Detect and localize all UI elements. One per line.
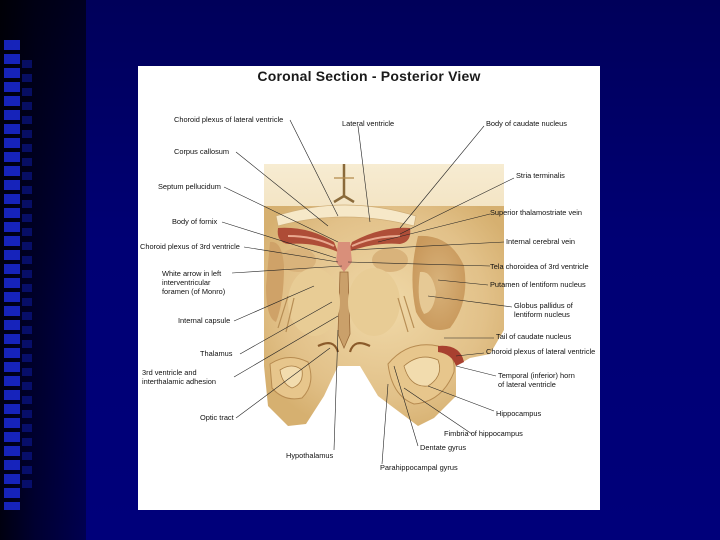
label-choroid-plexus-3rd: Choroid plexus of 3rd ventricle [140, 242, 240, 251]
right-lateral-ventricle [348, 227, 411, 252]
label-fimbria: Fimbria of hippocampus [444, 429, 523, 438]
label-superior-thalamostriate-vein: Superior thalamostriate vein [490, 208, 583, 217]
label-body-of-fornix: Body of fornix [172, 217, 218, 226]
label-globus-pallidus-1: Globus pallidus of [514, 301, 573, 310]
globus-pallidus-right [418, 271, 436, 314]
longitudinal-fissure [333, 164, 355, 204]
label-choroid-plexus-lateral-2: Choroid plexus of lateral ventricle [486, 347, 596, 356]
label-third-ventricle-1: 3rd ventricle and [142, 368, 197, 377]
label-body-caudate: Body of caudate nucleus [486, 119, 567, 128]
thalamus-left [288, 268, 340, 336]
label-choroid-plexus-lateral: Choroid plexus of lateral ventricle [174, 115, 284, 124]
label-lateral-ventricle: Lateral ventricle [342, 119, 395, 128]
label-temporal-horn-1: Temporal (inferior) horn [498, 371, 575, 380]
label-thalamus: Thalamus [200, 349, 233, 358]
label-parahippocampal-gyrus: Parahippocampal gyrus [380, 463, 458, 472]
label-globus-pallidus-2: lentiform nucleus [514, 310, 570, 319]
label-corpus-callosum: Corpus callosum [174, 147, 230, 156]
caudate-right [372, 248, 408, 272]
brain-section-illustration [221, 119, 515, 465]
leader-lines-left [221, 119, 343, 451]
label-dentate-gyrus: Dentate gyrus [420, 443, 467, 452]
label-internal-capsule: Internal capsule [178, 316, 231, 325]
figure-title: Coronal Section - Posterior View [257, 68, 481, 84]
label-internal-cerebral-vein: Internal cerebral vein [506, 237, 576, 246]
label-optic-tract: Optic tract [200, 413, 234, 422]
label-white-arrow-2: interventricular [162, 278, 211, 287]
decorative-squares [4, 40, 20, 510]
corpus-callosum [275, 204, 417, 227]
third-ventricle [337, 271, 351, 350]
septum-fornix [336, 242, 352, 272]
decorative-squares-secondary [22, 60, 32, 490]
label-hippocampus: Hippocampus [496, 409, 542, 418]
anatomy-figure-panel: Coronal Section - Posterior View [138, 66, 600, 510]
label-septum-pellucidum: Septum pellucidum [158, 182, 221, 191]
label-third-ventricle-2: interthalamic adhesion [142, 377, 216, 386]
label-white-arrow-1: White arrow in left [162, 269, 222, 278]
label-white-arrow-3: foramen (of Monro) [162, 287, 226, 296]
label-hypothalamus: Hypothalamus [286, 451, 334, 460]
leader-lines-right [347, 125, 515, 465]
thalamus-right [348, 268, 400, 336]
optic-tract-right [348, 341, 371, 353]
label-temporal-horn-2: of lateral ventricle [498, 380, 556, 389]
temporal-horn-right [438, 345, 464, 366]
label-putamen: Putamen of lentiform nucleus [490, 280, 586, 289]
putamen-left [266, 241, 284, 322]
label-stria-terminalis: Stria terminalis [516, 171, 565, 180]
label-tela-choroidea: Tela choroidea of 3rd ventricle [490, 262, 589, 271]
left-lateral-ventricle [277, 227, 338, 252]
label-tail-caudate: Tail of caudate nucleus [496, 332, 572, 341]
